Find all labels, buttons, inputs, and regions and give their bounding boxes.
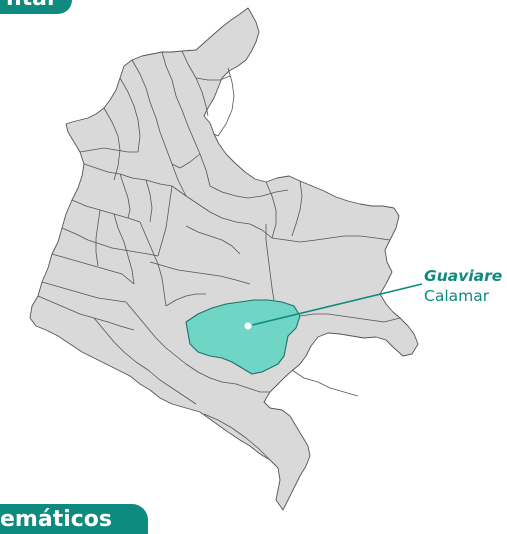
guaviare-department[interactable] (185, 299, 301, 375)
header-tab: ntal (0, 0, 72, 14)
municipality-name: Calamar (424, 287, 490, 305)
footer-tab-label: emáticos (0, 507, 112, 532)
leader-line (247, 283, 423, 327)
header-tab-label: ntal (6, 0, 55, 10)
colombia-outline (29, 7, 419, 511)
department-borders (37, 50, 401, 461)
footer-tab: emáticos (0, 504, 148, 534)
calamar-marker[interactable] (243, 321, 253, 331)
location-label: Guaviare Calamar (424, 266, 507, 307)
department-name: Guaviare (424, 267, 503, 285)
